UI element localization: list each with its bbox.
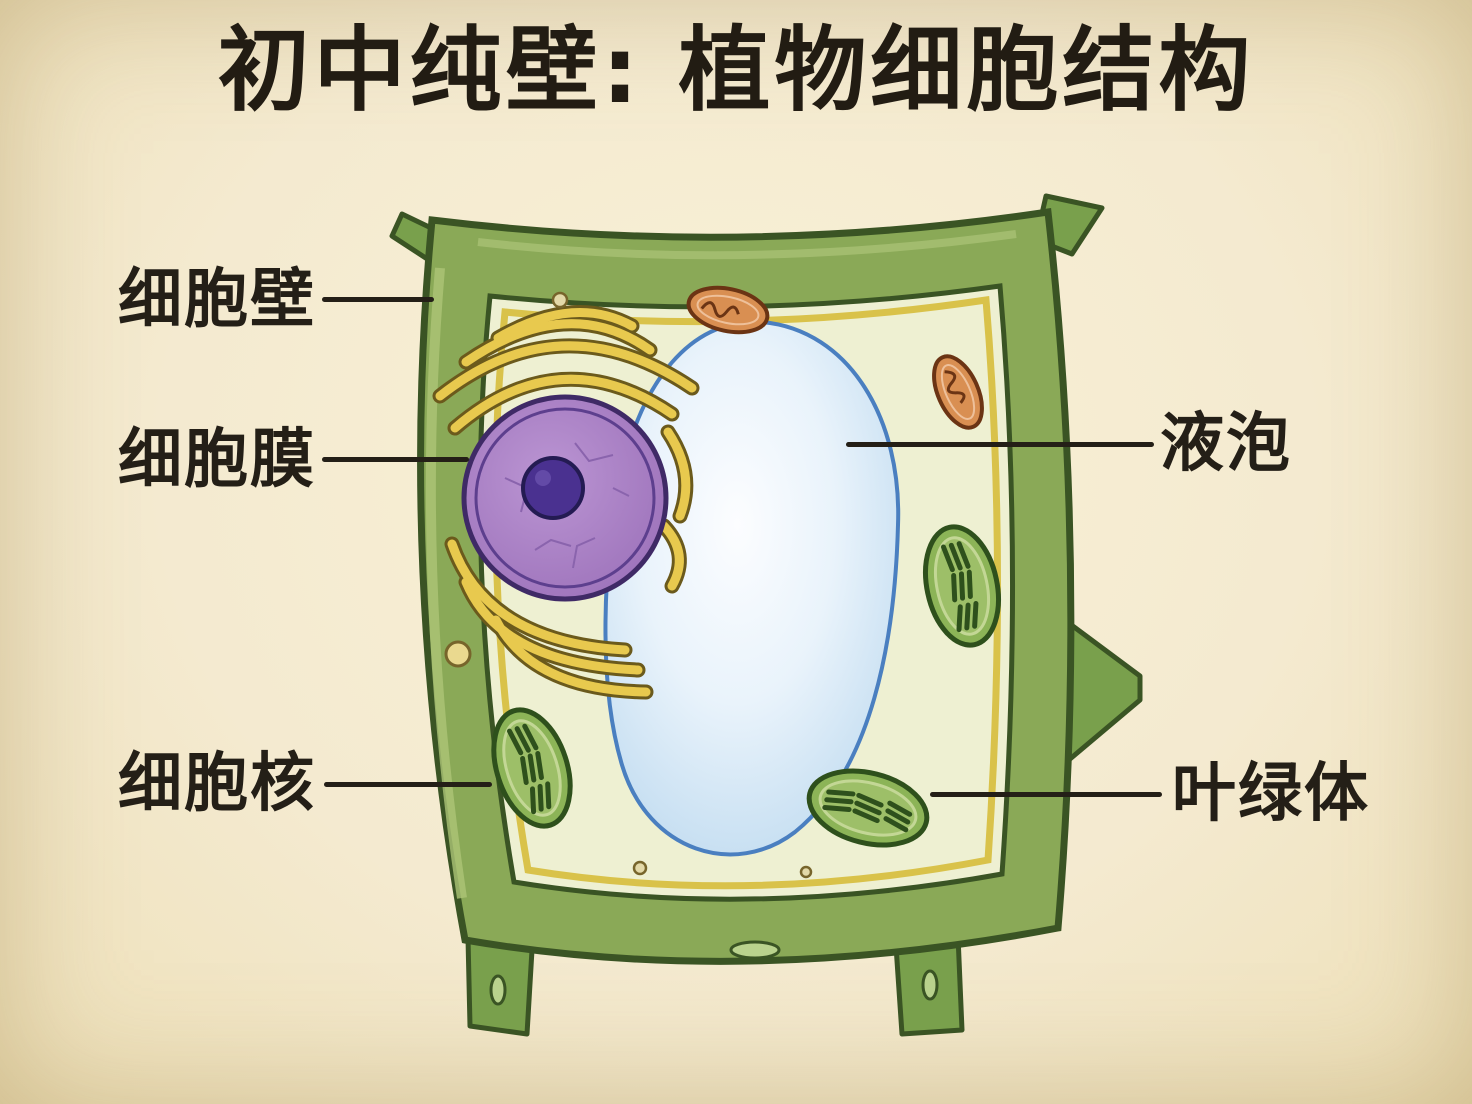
cell-membrane-line: [492, 295, 1002, 890]
cell-membrane-label: 细胞膜: [118, 423, 316, 497]
cell-wall-highlight: [425, 267, 467, 899]
nucleus-shape: [461, 394, 669, 602]
vesicles: [444, 291, 813, 879]
chloroplast-2: [923, 524, 1001, 648]
vacuole-label: 液泡: [1160, 407, 1292, 481]
vesicle: [551, 291, 569, 309]
cell-wall-highlight-top: [477, 230, 1017, 260]
nucleolus-highlight: [535, 470, 551, 486]
grana-stacks: [822, 789, 913, 833]
mitochondrion-1: [686, 285, 770, 335]
chloroplast-label: 叶绿体: [1172, 757, 1370, 831]
nucleus-leader-line: [324, 782, 492, 787]
cell-wall-label: 细胞壁: [118, 263, 316, 337]
mitochondrion-2: [932, 354, 984, 430]
wall-pits: [489, 940, 939, 1006]
vesicle: [444, 640, 472, 668]
grana-stacks: [507, 723, 552, 815]
nucleus-label: 细胞核: [118, 747, 316, 821]
cell-membrane-leader-line: [322, 457, 469, 462]
chloroplast-1: [491, 707, 573, 829]
wall-pit: [729, 940, 781, 960]
wall-pit: [921, 969, 939, 1001]
wall-pit: [489, 974, 507, 1006]
er-golgi-stack: [432, 305, 700, 700]
cell-wall-leader-line: [322, 297, 434, 302]
vesicle: [632, 860, 648, 876]
chloroplast-3: [806, 768, 930, 848]
nucleolus-shape: [521, 456, 585, 520]
page-title: 初中纯壁: 植物细胞结构: [217, 17, 1255, 124]
grana-stacks: [940, 541, 979, 633]
vesicle: [799, 865, 813, 879]
vacuole-leader-line: [846, 442, 1154, 447]
chloroplast-leader-line: [930, 792, 1162, 797]
